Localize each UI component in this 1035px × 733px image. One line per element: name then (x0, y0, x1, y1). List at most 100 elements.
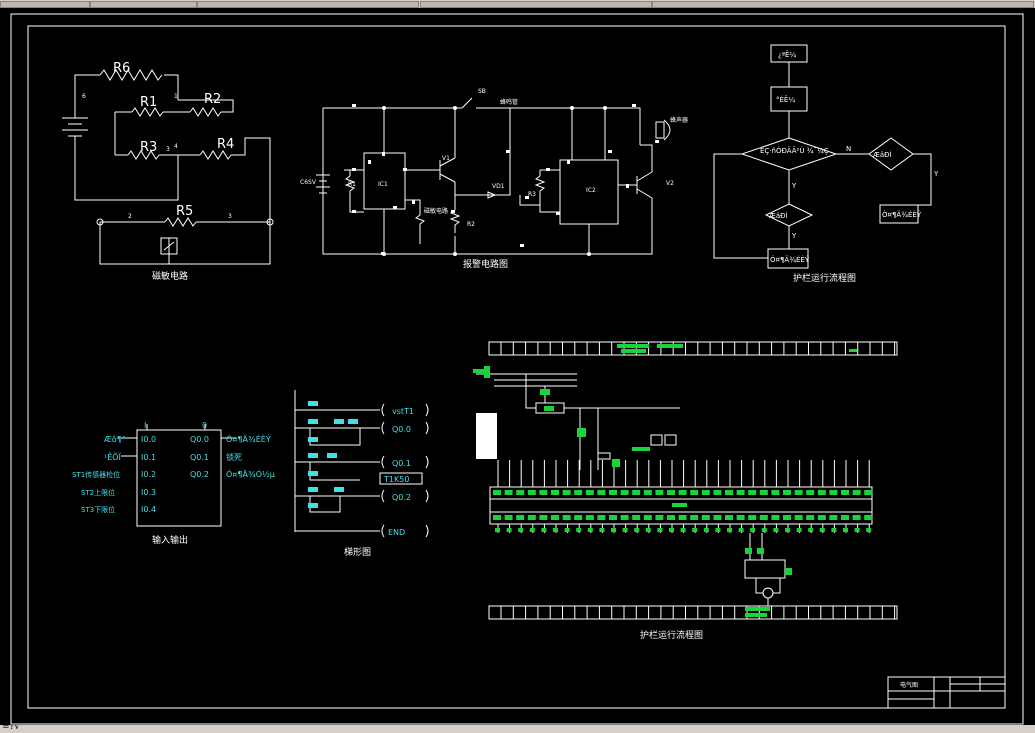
io-in-label-4: ST3下限位 (81, 505, 115, 514)
io-in-addr-0: I0.0 (141, 435, 156, 444)
terminal-marker (495, 528, 500, 532)
flow-decision-2 (868, 137, 914, 171)
flow-edge-y: Y (933, 170, 939, 178)
io-in-addr-2: I0.2 (141, 470, 156, 479)
terminal-marker (669, 528, 674, 532)
terminal-marker (701, 490, 710, 495)
io-out-addr-1: Q0.1 (190, 453, 209, 462)
terminal-marker (632, 490, 641, 495)
terminal-marker (808, 528, 814, 532)
terminal-marker (529, 528, 535, 532)
toolbar-segment[interactable] (90, 1, 197, 8)
terminal-marker (841, 515, 849, 520)
io-in-addr-4: I0.4 (141, 505, 156, 514)
label-r2: R2 (204, 92, 221, 107)
terminal-marker (667, 490, 675, 495)
terminal-marker (527, 490, 536, 495)
alarm-voltage-label: C6SV (300, 179, 317, 186)
label-r1: R1 (140, 95, 157, 110)
outer-frame (10, 13, 1024, 725)
io-out-label-2: Ó¤¶Ä¾Ó½µ (226, 468, 275, 479)
flow-decision-2-text: ÆäÐÍ (873, 150, 892, 159)
terminal-marker (564, 528, 570, 532)
ladder-coil-3: T1K50 (383, 475, 409, 484)
terminal-marker (785, 528, 790, 532)
flow-decision-1-text: ÈÇ·ñÓÐÄÃ²Ù ¾¯¼Ç (760, 146, 829, 155)
alarm-circuit (316, 97, 671, 255)
terminal-marker (771, 490, 780, 495)
alarm-v1-label: V1 (442, 155, 450, 162)
terminal-marker (609, 515, 617, 520)
flow-edge-n: N (846, 145, 851, 153)
terminal-marker (829, 490, 838, 495)
toolbar-segment[interactable] (197, 1, 419, 8)
node-label: 3 (166, 146, 170, 153)
terminal-marker (597, 490, 606, 495)
terminal-marker (736, 490, 745, 495)
ladder-caption: 梯形图 (344, 546, 371, 558)
terminal-marker (692, 528, 698, 532)
flow-edge-y: Y (791, 182, 797, 190)
wiring-terminal-green-upper (493, 490, 873, 495)
terminal-marker (703, 528, 709, 532)
terminal-marker (727, 528, 732, 532)
terminal-marker (599, 528, 605, 532)
terminal-marker (551, 515, 559, 520)
terminal-marker (620, 515, 629, 520)
terminal-marker (794, 490, 803, 495)
ladder-coil-5: END (388, 528, 405, 537)
alarm-circuit-caption: 报警电路图 (463, 258, 508, 270)
terminal-marker (773, 528, 779, 532)
terminal-marker (725, 490, 733, 495)
terminal-marker (831, 528, 837, 532)
terminal-marker (576, 528, 582, 532)
wiring-terminal-green-lower (493, 515, 873, 532)
terminal-marker (852, 515, 861, 520)
toolbar-segment[interactable] (420, 1, 652, 8)
label-r4: R4 (217, 137, 234, 152)
terminal-marker (748, 515, 757, 520)
label-r6: R6 (113, 61, 130, 76)
io-in-label-0: Æô¶¯ (104, 434, 126, 444)
io-in-label-2: ST1传感器检位 (72, 470, 120, 479)
terminal-marker (643, 515, 652, 520)
io-header-out: 0 (202, 421, 207, 430)
flow-output-bottom-text: Ó¤¶Ä¾ÉÈÝ (770, 255, 810, 264)
terminal-marker (541, 528, 547, 532)
io-in-label-1: ¹ÊÕÏ (104, 451, 122, 462)
title-block-label: 电气图 (900, 681, 918, 689)
terminal-marker (690, 490, 699, 495)
title-block (887, 676, 1006, 709)
terminal-marker (701, 515, 710, 520)
wiring-top-cells (500, 342, 896, 355)
terminal-marker (771, 515, 780, 520)
terminal-marker (562, 515, 571, 520)
terminal-marker (655, 490, 664, 495)
terminal-marker (841, 490, 849, 495)
terminal-marker (864, 515, 873, 520)
wiring-bottom-cells (500, 606, 896, 619)
io-out-label-1: 锁死 (226, 452, 242, 462)
terminal-marker (829, 515, 838, 520)
alarm-junction-dots (352, 104, 659, 256)
alarm-ic1-label: IC1 (378, 181, 388, 188)
toolbar-segment[interactable] (652, 1, 1034, 8)
terminal-marker (738, 528, 744, 532)
terminal-marker (574, 490, 583, 495)
ladder-coil-4: Q0.2 (392, 493, 411, 502)
terminal-marker (562, 490, 571, 495)
terminal-marker (504, 515, 513, 520)
terminal-marker (493, 515, 501, 520)
terminal-marker (713, 490, 722, 495)
terminal-marker (620, 490, 629, 495)
alarm-vd1-label: VD1 (492, 183, 505, 190)
terminal-marker (817, 515, 826, 520)
ladder-coil-0: vstT1 (392, 407, 414, 416)
terminal-marker (783, 515, 791, 520)
terminal-marker (761, 528, 767, 532)
node-label: 6 (82, 93, 86, 100)
terminal-marker (750, 528, 756, 532)
alarm-buzzer-top-label: 蜂鸣管 (500, 98, 518, 106)
toolbar-segment[interactable] (0, 1, 90, 8)
